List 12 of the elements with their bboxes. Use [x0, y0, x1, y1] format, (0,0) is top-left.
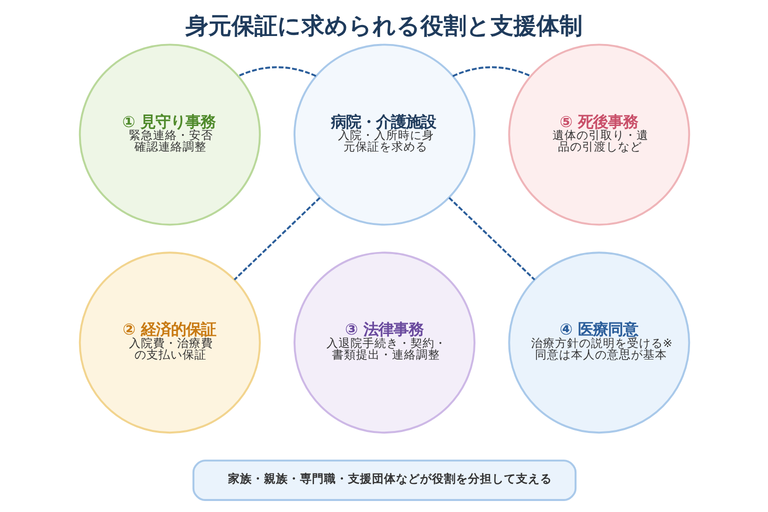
- connector: [237, 66, 316, 78]
- node-box: 家族・親族・専門職・支援団体などが役割を分担して支える: [192, 460, 576, 501]
- node-circle: ① 見守り事務 緊急連絡・安否確認連絡調整: [78, 44, 260, 226]
- diagram-title: 身元保証に求められる役割と支援体制: [185, 13, 582, 40]
- connector: [233, 197, 320, 280]
- node-circle: ④ 医療同意 治療方針の説明を受ける※同意は本人の意思が基本: [508, 252, 690, 434]
- connector: [448, 197, 535, 280]
- node-circle: ③ 法律事務 入退院手続き・契約・書類提出・連絡調整: [293, 252, 475, 434]
- node-circle: 病院・介護施設 入院・入所時に身元保証を求める: [293, 44, 475, 226]
- connector: [452, 66, 530, 78]
- node-circle: ② 経済的保証 入院費・治療費の支払い保証: [78, 252, 260, 434]
- node-circle: ⑤ 死後事務 遺体の引取り・遺品の引渡しなど: [508, 44, 690, 226]
